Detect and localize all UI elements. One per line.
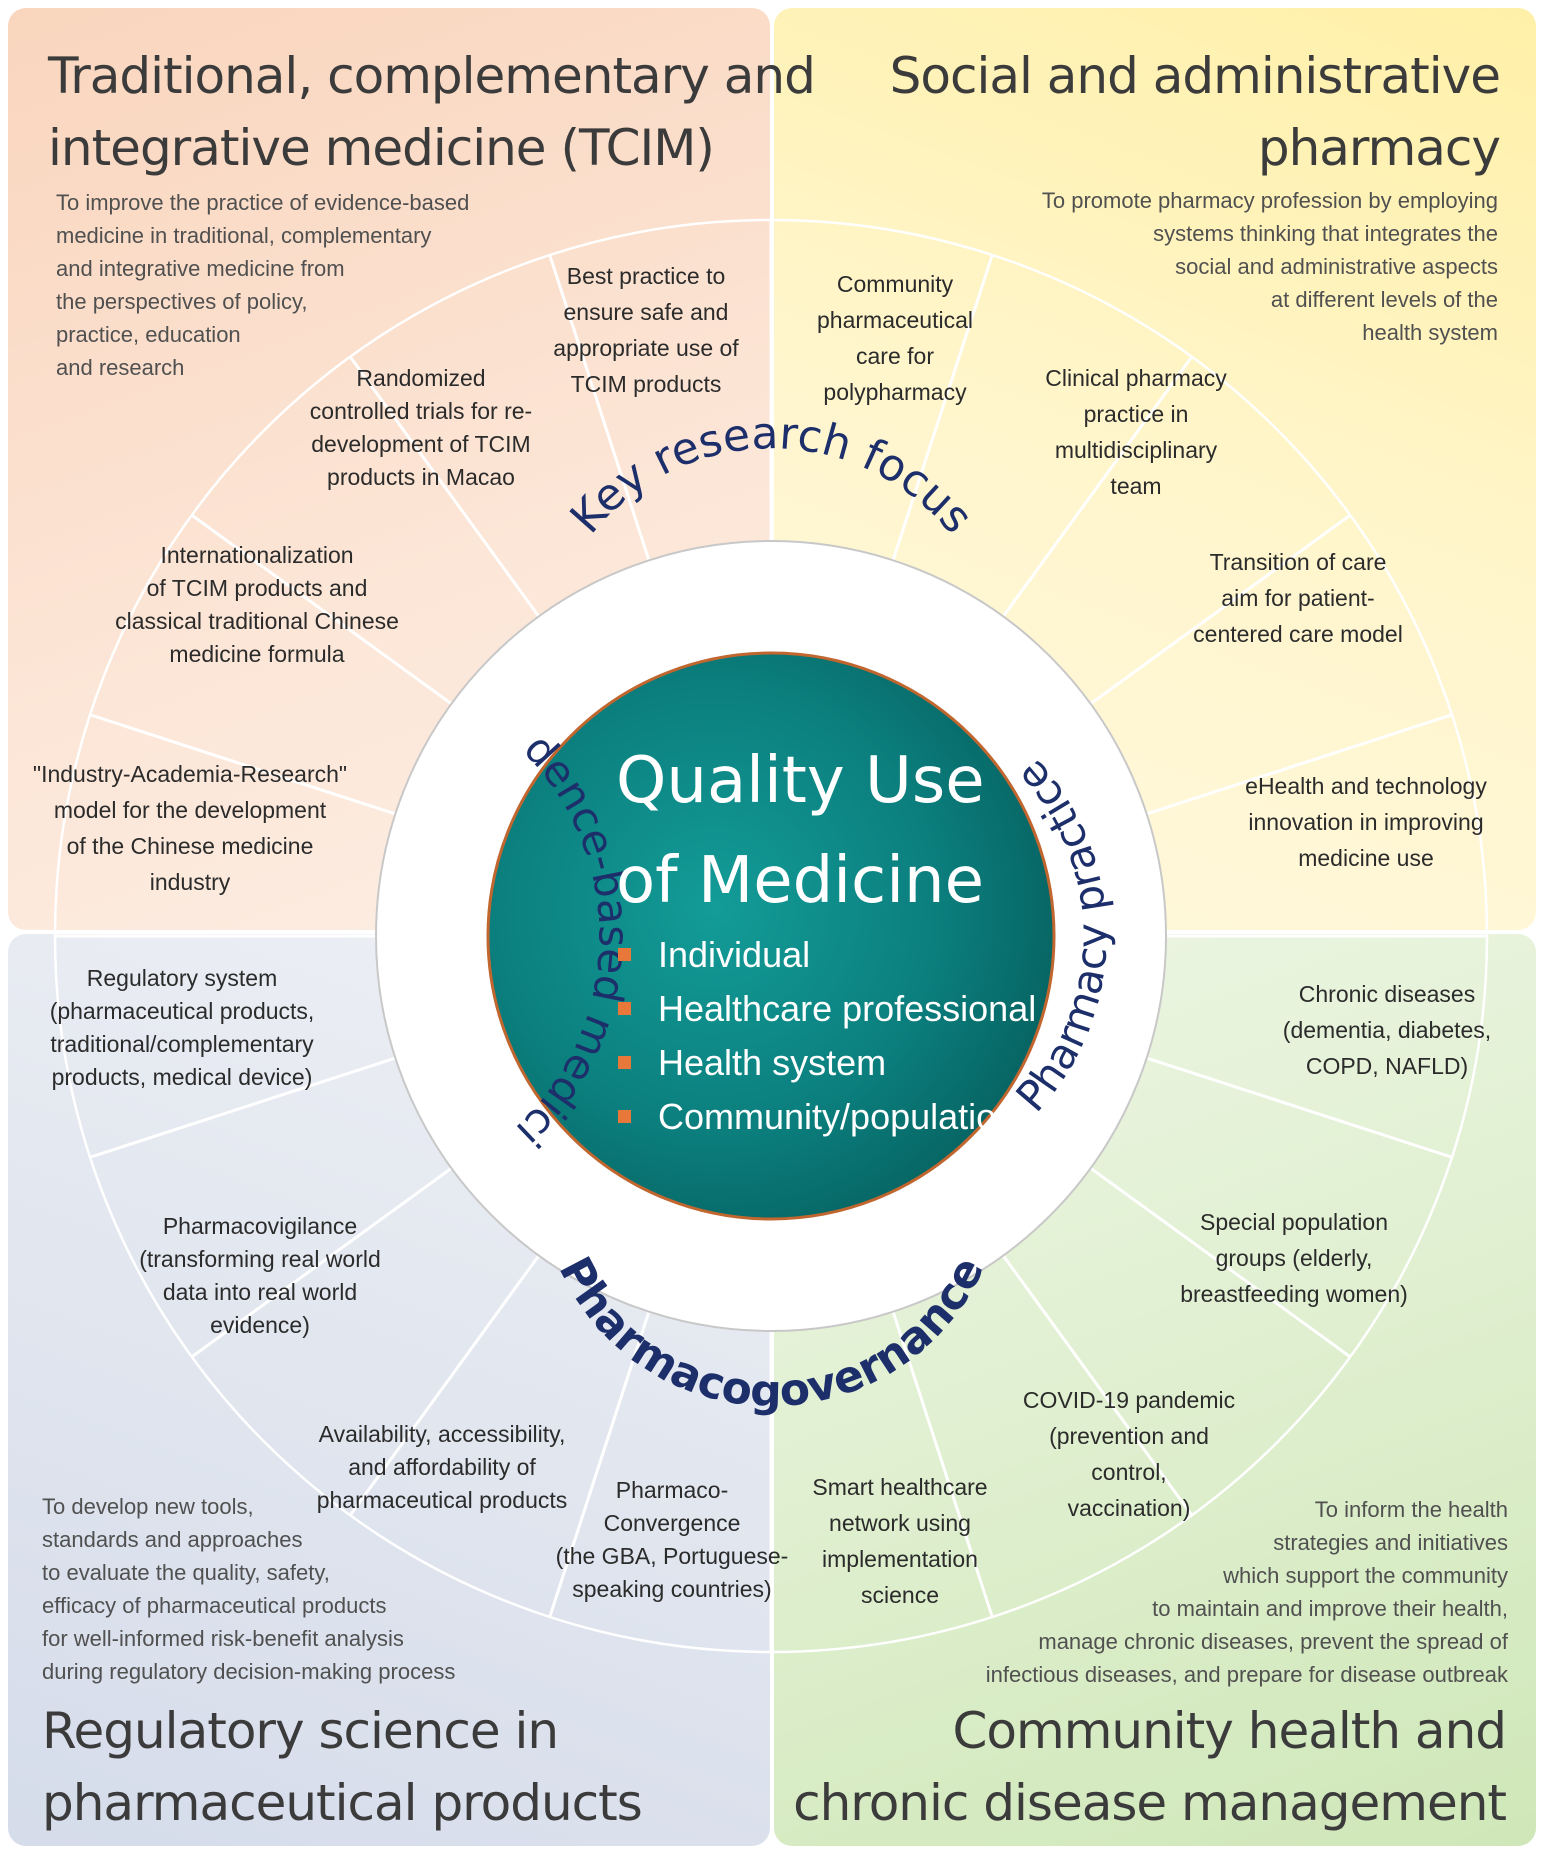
social-pharmacy-description: To promote pharmacy profession by employ… <box>1041 188 1498 345</box>
wheel-divider <box>1001 355 1194 618</box>
bullet-square-icon <box>618 948 631 961</box>
quality-use-level-label: Individual <box>658 934 811 975</box>
quality-use-level-item: Community/population <box>618 1090 1036 1144</box>
segment-pharmacovigilance: Pharmacovigilance(transforming real worl… <box>139 1213 381 1338</box>
quality-use-level-label: Healthcare professional <box>658 988 1037 1029</box>
center-circle <box>486 651 1056 1221</box>
wheel-divider <box>891 254 994 561</box>
bullet-square-icon <box>618 1056 631 1069</box>
wheel-divider <box>348 1254 541 1517</box>
segment-regulatory-system: Regulatory system(pharmaceutical product… <box>49 965 315 1090</box>
wheel-divider <box>190 513 453 706</box>
wheel-divider <box>1089 1166 1352 1359</box>
segment-availability: Availability, accessibility,and affordab… <box>316 1421 568 1513</box>
segment-chronic-diseases: Chronic diseases(dementia, diabetes,COPD… <box>1282 981 1492 1079</box>
center-title-line1: Quality Use <box>616 744 985 818</box>
segment-pharmaco-convergence: Pharmaco-Convergence(the GBA, Portuguese… <box>555 1477 789 1602</box>
tcim-description: To improve the practice of evidence-base… <box>56 190 470 380</box>
segment-tcim-industry-model: "Industry-Academia-Research"model for th… <box>32 761 348 895</box>
wheel-divider <box>891 1311 994 1618</box>
wheel-divider <box>89 713 396 816</box>
wheel-divider <box>348 355 541 618</box>
quality-use-level-item: Health system <box>618 1036 1036 1090</box>
bullet-square-icon <box>618 1002 631 1015</box>
regulatory-science-description: To develop new tools,standards and appro… <box>42 1494 456 1684</box>
quality-use-level-label: Community/population <box>658 1096 1017 1137</box>
quality-use-level-item: Healthcare professional <box>618 982 1036 1036</box>
wheel-divider <box>89 1056 396 1159</box>
quality-use-level-label: Health system <box>658 1042 887 1083</box>
wheel-divider <box>1001 1254 1194 1517</box>
wheel-divider <box>1146 713 1453 816</box>
quality-use-level-item: Individual <box>618 928 1036 982</box>
wheel-divider <box>190 1166 453 1359</box>
wheel-divider <box>1146 1056 1453 1159</box>
bullet-square-icon <box>618 1110 631 1123</box>
wheel-divider <box>1089 513 1352 706</box>
wheel-divider <box>548 1311 651 1618</box>
center-title-line2: of Medicine <box>616 844 984 918</box>
wheel-divider <box>548 254 651 561</box>
